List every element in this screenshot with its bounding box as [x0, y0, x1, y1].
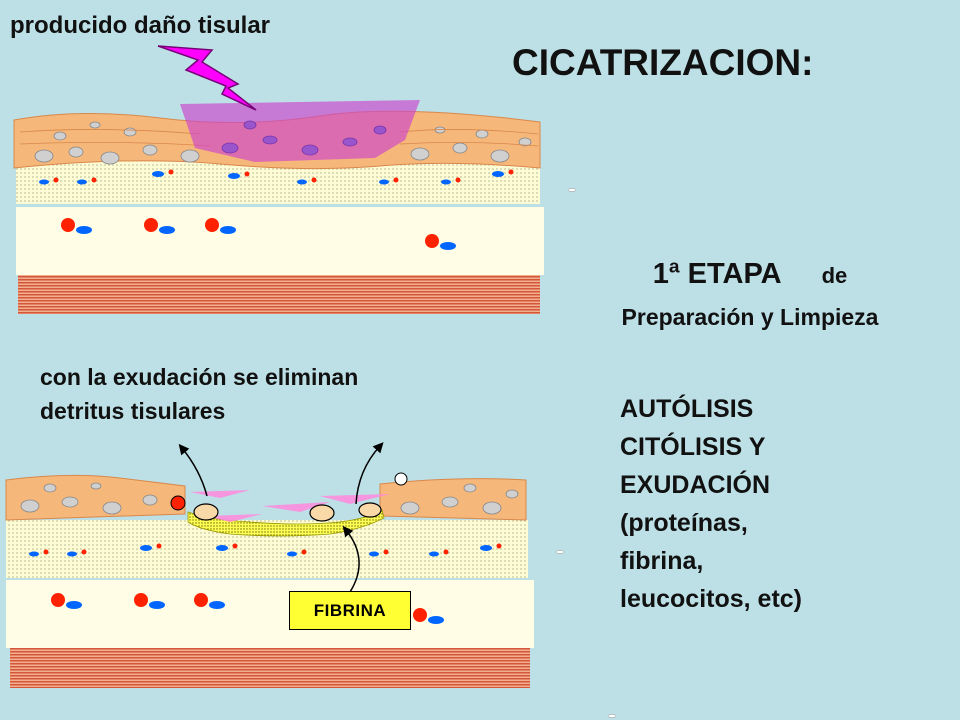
process-line: fibrina, — [620, 547, 704, 575]
stage-label: 1ª ETAPA — [652, 258, 782, 290]
process-line: (proteínas, — [620, 509, 748, 537]
stage-heading: 1ª ETAPA de — [540, 258, 960, 291]
muscle-layer-top — [18, 272, 540, 314]
stray-specks — [555, 188, 617, 718]
fibrin-layer — [187, 509, 385, 537]
damage-area — [180, 100, 420, 162]
stage-suffix: de — [821, 263, 848, 288]
exuded-cell-white — [394, 472, 408, 486]
damage-cells — [221, 120, 387, 156]
stage-subtitle: Preparación y Limpieza — [621, 304, 879, 330]
epidermis-right-bottom — [379, 478, 527, 521]
fibrina-arrow — [342, 525, 360, 593]
blood-cells-top — [61, 218, 456, 250]
leukocytes — [193, 502, 382, 522]
process-line: AUTÓLISIS — [620, 395, 754, 423]
process-list: AUTÓLISIS CITÓLISIS Y EXUDACIÓN (proteín… — [620, 390, 802, 618]
process-line: EXUDACIÓN — [620, 471, 771, 499]
exudation-arrow-right — [355, 442, 384, 505]
damage-label: producido daño tisular — [10, 12, 271, 39]
exudation-caption: con la exudación se eliminan detritus ti… — [40, 360, 358, 428]
exudation-arrow-left — [178, 443, 208, 497]
tissue-diagram-bottom — [5, 442, 534, 688]
exudation-caption-line: detritus tisulares — [40, 398, 226, 424]
exudation-caption-line: con la exudación se eliminan — [40, 364, 359, 390]
dermis-vessels-top — [39, 169, 514, 185]
dermis-vessels-bottom — [29, 543, 502, 557]
fibrina-label: FIBRINA — [289, 591, 411, 630]
process-line: CITÓLISIS Y — [620, 433, 766, 461]
muscle-layer-bottom — [10, 648, 530, 688]
lightning-bolt-icon — [157, 45, 257, 111]
subcutaneous-layer-bottom — [6, 580, 534, 648]
exuded-cell-red — [170, 495, 186, 511]
process-line: leucocitos, etc) — [620, 585, 802, 613]
tissue-diagram-top — [13, 45, 544, 314]
subcutaneous-layer-top — [16, 207, 544, 275]
blood-cells-bottom — [51, 593, 444, 624]
epidermis-left-bottom — [5, 474, 186, 521]
slide-title: CICATRIZACION: — [512, 42, 814, 83]
exudate-strands — [190, 490, 390, 522]
